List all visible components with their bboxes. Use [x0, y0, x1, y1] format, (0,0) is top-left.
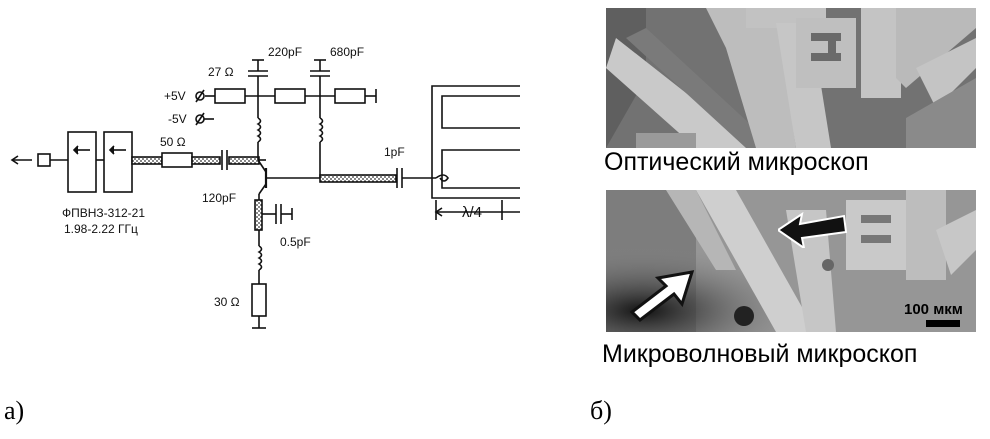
microstrip-line-3 [228, 156, 260, 165]
capacitor-680pf [310, 59, 330, 96]
inductor-source [257, 245, 263, 271]
scale-bar [926, 320, 960, 327]
label-lambda: λ/4 [462, 204, 483, 221]
label-r27: 27 Ω [208, 65, 234, 79]
transistor [257, 159, 320, 195]
panel-b-letter: б) [590, 396, 612, 425]
microstrip-line-1 [131, 156, 163, 165]
filter-block-1 [67, 131, 104, 193]
microstrip-line-5 [254, 199, 263, 231]
label-c1: 1pF [384, 145, 405, 159]
label-c680: 680pF [330, 45, 365, 59]
optical-caption: Оптический микроскоп [604, 148, 869, 176]
hollow-arrow-icon [629, 270, 695, 322]
label-r30: 30 Ω [214, 295, 240, 309]
quarter-wave-resonator [431, 85, 520, 199]
capacitor-1pf [396, 168, 436, 188]
circuit-schematic [10, 59, 520, 329]
capacitor-220pf [248, 59, 268, 96]
microwave-caption: Микроволновый микроскоп [602, 340, 918, 368]
label-c120: 120pF [202, 191, 237, 205]
capacitor-120pf [221, 150, 228, 170]
label-c220: 220pF [268, 45, 303, 59]
optical-microscope-image [606, 8, 976, 148]
microstrip-line-2 [191, 156, 221, 165]
output-connector [37, 153, 68, 167]
panel-a-letter: а) [4, 396, 25, 425]
plus5v-terminal [195, 89, 205, 103]
filter-block-2 [103, 131, 133, 193]
inductor-top-right [318, 117, 324, 143]
resistor-50-ohm [161, 152, 193, 168]
lambda-dimension [434, 200, 520, 220]
scale-label: 100 мкм [904, 301, 963, 318]
filled-arrow-icon [778, 211, 848, 248]
label-r50: 50 Ω [160, 135, 186, 149]
minus5v-terminal [195, 112, 214, 126]
output-arrow [10, 155, 32, 165]
microwave-microscope-image [606, 190, 976, 332]
label-filter-band: 1.98-2.22 ГГц [64, 222, 138, 236]
microstrip-line-4 [319, 174, 397, 183]
label-plus5v: +5V [164, 89, 186, 103]
label-filter-name: ФПВНЗ-312-21 [62, 206, 146, 220]
inductor-top-left [256, 117, 262, 143]
bias-rail [205, 88, 377, 104]
label-c05: 0.5pF [280, 235, 311, 249]
resistor-30-ohm [251, 283, 267, 317]
capacitor-0-5pf [262, 204, 293, 224]
label-minus5v: -5V [168, 112, 187, 126]
